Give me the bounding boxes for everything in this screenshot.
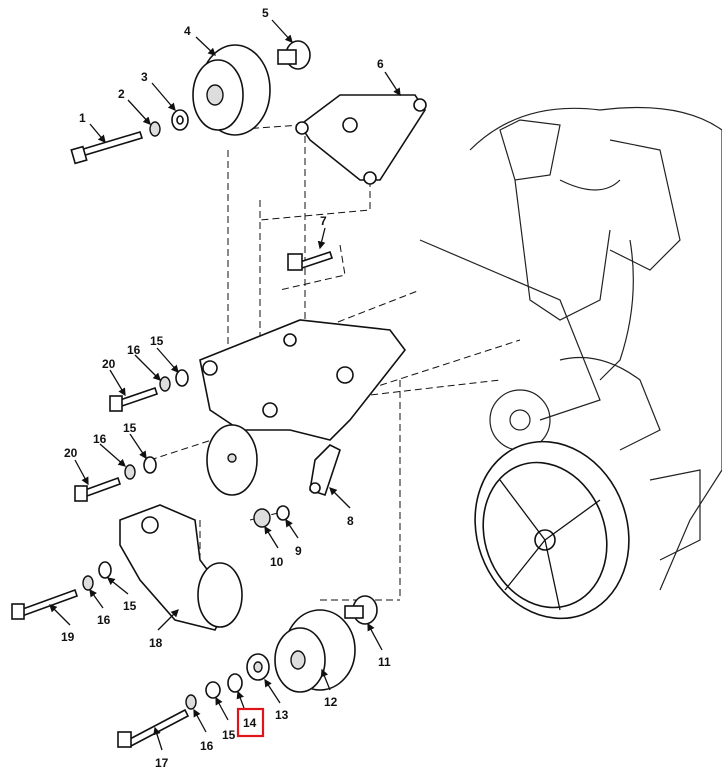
callout-4: 4 [184, 24, 191, 38]
callout-14: 14 [243, 716, 257, 730]
crankshaft-pulley [474, 440, 630, 620]
idler-disc [206, 424, 258, 496]
link-8 [309, 444, 341, 497]
tensioner-18 [119, 504, 243, 631]
washer-3 [171, 109, 189, 131]
callout-labels: 1 2 3 4 5 6 7 8 9 10 11 12 13 14 15 16 1… [61, 6, 391, 770]
washer-15b [98, 561, 112, 579]
callout-16: 16 [97, 613, 111, 627]
washer-16b [82, 575, 94, 591]
washer-14 [227, 673, 243, 693]
bolt-17 [117, 708, 190, 748]
callout-12: 12 [324, 695, 338, 709]
callout-13: 13 [275, 708, 289, 722]
washer-9 [276, 505, 290, 521]
callout-18: 18 [149, 636, 163, 650]
pulley-12 [274, 609, 356, 693]
washer-2 [149, 121, 161, 137]
callout-16: 16 [93, 432, 107, 446]
callout-10: 10 [270, 555, 284, 569]
callout-7: 7 [320, 214, 327, 228]
tensioner-bracket [199, 319, 407, 441]
washer-16 [185, 694, 197, 710]
callout-20: 20 [102, 357, 116, 371]
callout-14-highlight [236, 707, 265, 738]
washer-15 [205, 681, 221, 699]
callout-2: 2 [118, 87, 125, 101]
callout-3: 3 [141, 70, 148, 84]
callout-9: 9 [295, 544, 302, 558]
spacer-5 [277, 40, 311, 70]
nut-10 [253, 508, 271, 528]
bracket-6 [295, 94, 427, 185]
bolt-1 [70, 131, 144, 165]
callout-19: 19 [61, 630, 75, 644]
bolt-7 [287, 250, 334, 271]
pulley-4 [192, 44, 271, 136]
washer-13 [246, 653, 270, 681]
callout-15: 15 [123, 599, 137, 613]
engine-block [419, 106, 722, 591]
leader-lines [49, 19, 401, 751]
callout-6: 6 [377, 57, 384, 71]
callout-11: 11 [378, 655, 391, 669]
callout-1: 1 [79, 111, 86, 125]
callout-5: 5 [262, 6, 269, 20]
callout-20: 20 [64, 446, 78, 460]
callout-15: 15 [123, 421, 137, 435]
bolt-20a [109, 369, 189, 412]
callout-8: 8 [347, 514, 354, 528]
callout-17: 17 [155, 756, 169, 770]
callout-16: 16 [127, 343, 141, 357]
callout-16: 16 [200, 739, 214, 753]
bolt-20b [74, 456, 157, 502]
callout-15: 15 [222, 728, 236, 742]
bolt-11 [344, 595, 378, 625]
bolt-19 [11, 588, 79, 620]
callout-15: 15 [150, 334, 164, 348]
